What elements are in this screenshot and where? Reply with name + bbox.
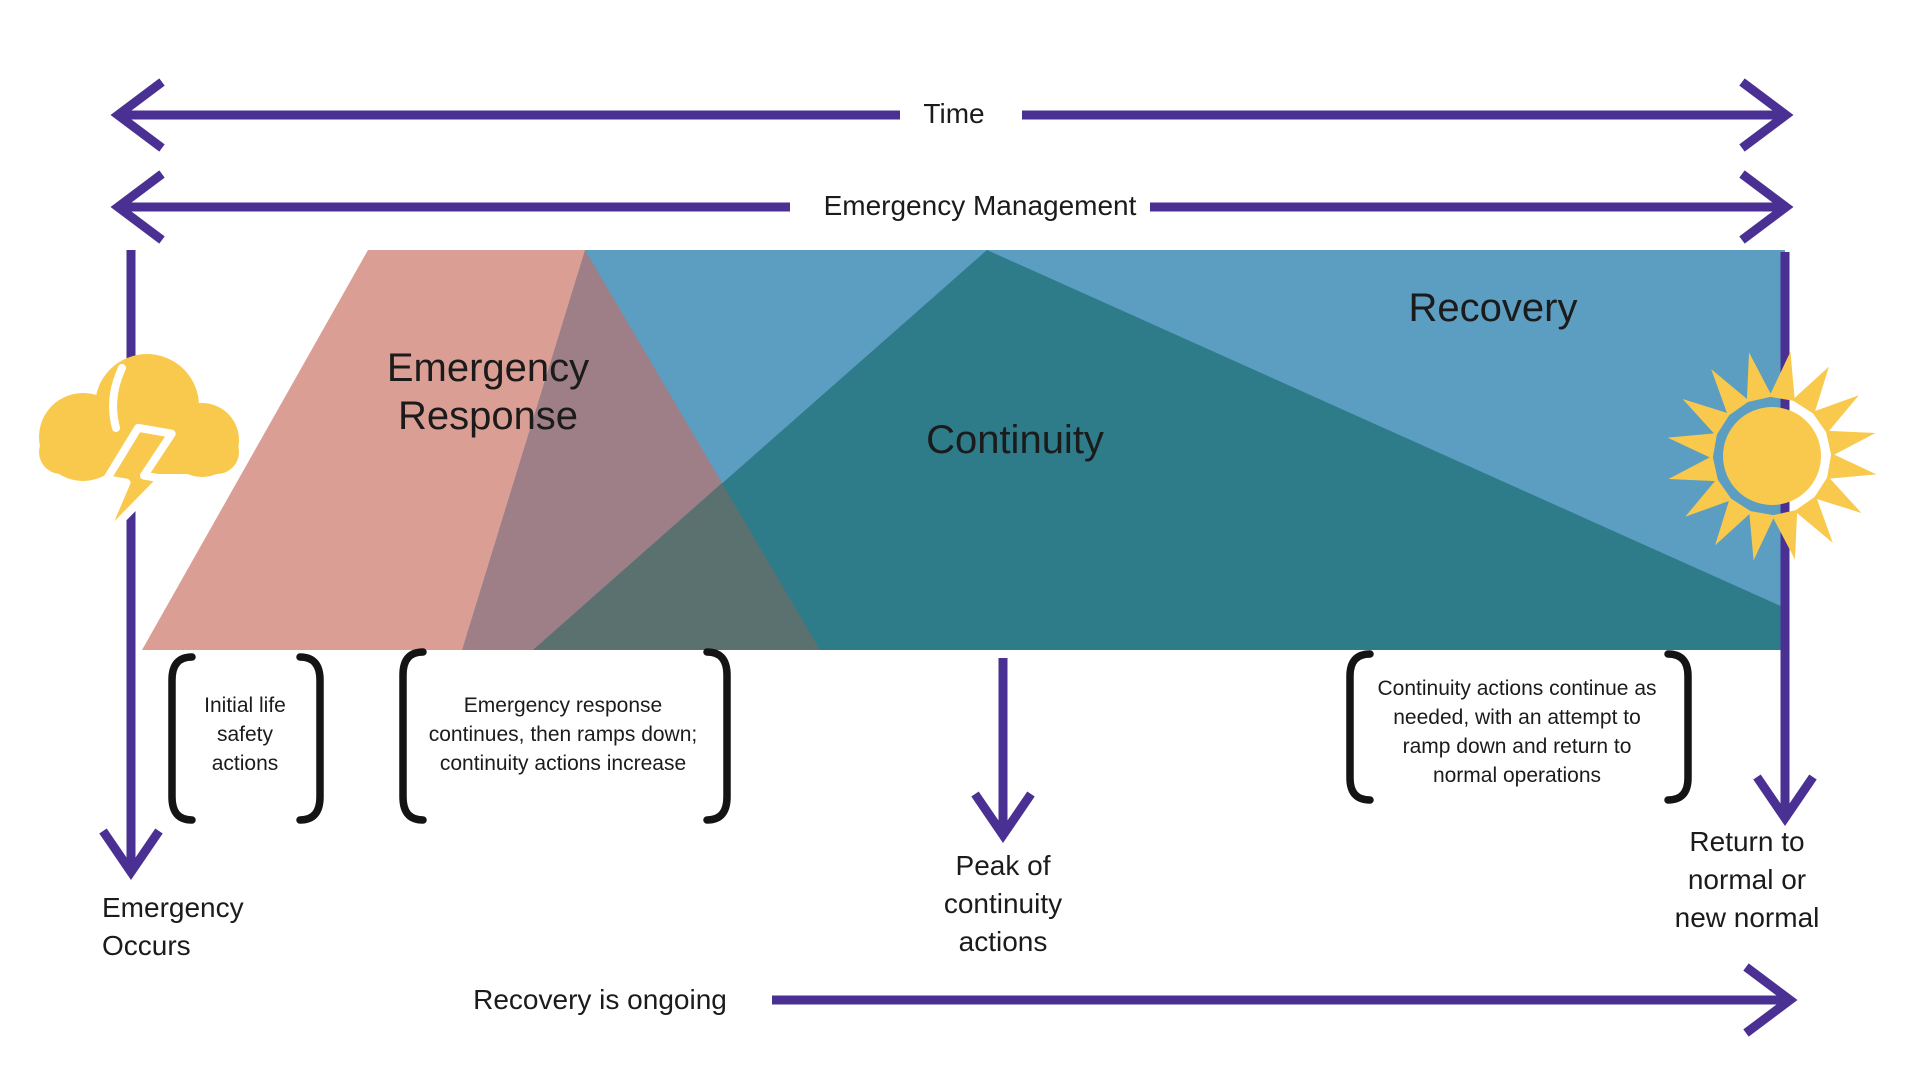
- emergency-management-arrow: [110, 170, 1794, 244]
- recovery-ongoing-arrow: [772, 963, 1798, 1037]
- phase-shapes: [142, 250, 1785, 650]
- bracket-2-right: [703, 648, 731, 824]
- annotation-response-ramps-down: Emergency response continues, then ramps…: [428, 694, 698, 775]
- sun-disc: [1723, 407, 1821, 505]
- sun-icon: [1665, 349, 1879, 563]
- management-arrow-left-head-icon: [110, 170, 165, 244]
- return-to-normal-label: Return to normal or new normal: [1674, 826, 1820, 933]
- phase-label-recovery: Recovery: [1408, 286, 1578, 330]
- recovery-ongoing-label: Recovery is ongoing: [473, 984, 727, 1015]
- bracket-1-left: [168, 653, 196, 824]
- time-arrow-right-head-icon: [1739, 78, 1794, 152]
- brackets: [168, 648, 1692, 824]
- annotation-continuity-continues: Continuity actions continue as needed, w…: [1377, 677, 1657, 787]
- response-recovery-overlap-shape: [462, 250, 722, 650]
- time-axis-label: Time: [923, 98, 985, 129]
- phase-label-continuity: Continuity: [926, 418, 1104, 462]
- time-arrow-left-head-icon: [110, 78, 165, 152]
- emergency-management-label: Emergency Management: [823, 190, 1137, 221]
- peak-arrow-head-icon: [971, 791, 1035, 843]
- management-arrow-right-head-icon: [1739, 170, 1794, 244]
- bracket-3-right: [1664, 650, 1692, 804]
- emergency-occurs-arrow: [99, 250, 163, 880]
- recovery-ongoing-head-icon: [1743, 963, 1798, 1037]
- cloud-slit: [109, 364, 126, 432]
- phase-label-emergency-response: Emergency Response: [386, 346, 590, 438]
- emergency-response-shape: [142, 250, 585, 650]
- continuity-shape: [533, 250, 1785, 650]
- peak-continuity-label: Peak of continuity actions: [943, 850, 1063, 957]
- storm-cloud-lightning-icon: [39, 354, 239, 544]
- return-normal-head-icon: [1753, 774, 1817, 826]
- peak-arrow: [971, 658, 1035, 843]
- bracket-1-right: [296, 653, 324, 824]
- emergency-occurs-head-icon: [99, 828, 163, 880]
- emergency-occurs-label: Emergency Occurs: [102, 892, 244, 961]
- arrows: [99, 78, 1817, 1037]
- annotation-initial-life-safety: Initial life safety actions: [204, 694, 286, 775]
- bracket-2-left: [399, 648, 427, 824]
- lightning-bolt-icon: [98, 423, 176, 544]
- response-continuity-overlap-shape: [533, 483, 820, 650]
- bracket-3-left: [1346, 650, 1374, 804]
- time-arrow: [110, 78, 1794, 152]
